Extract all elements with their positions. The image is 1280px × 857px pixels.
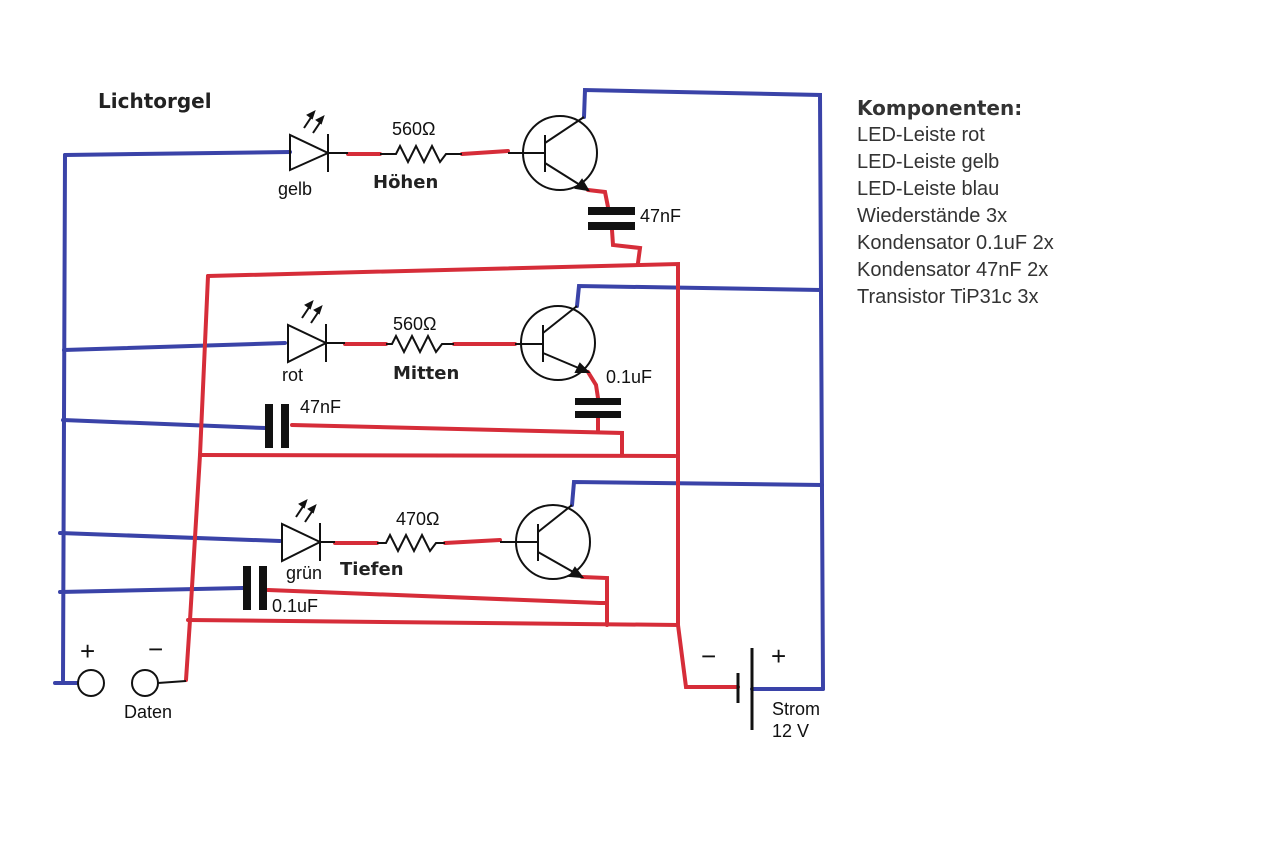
- resistor-icon: [386, 333, 454, 355]
- component-list-title: Komponenten:: [857, 96, 1023, 120]
- data-label: Daten: [124, 702, 172, 722]
- battery-minus-sign: −: [701, 641, 716, 671]
- capacitor-label: 47nF: [640, 206, 681, 226]
- led-gruen-icon: [281, 499, 335, 563]
- transistor-icon: [515, 305, 596, 381]
- list-item: Transistor TiP31c 3x: [857, 286, 1039, 308]
- power-label: Strom: [772, 699, 820, 719]
- capacitor-icon: [575, 398, 621, 418]
- resistor-label: 560Ω: [393, 314, 437, 334]
- red-wires: [184, 149, 740, 689]
- band-label: Tiefen: [340, 559, 404, 580]
- capacitor-label: 0.1uF: [606, 367, 652, 387]
- resistor-label: 560Ω: [392, 119, 436, 139]
- stage-tiefen: grün 470Ω Tiefen 0.1uF: [243, 499, 591, 616]
- band-label: Mitten: [393, 363, 459, 384]
- list-item: Kondensator 47nF 2x: [857, 259, 1049, 281]
- resistor-icon: [380, 143, 462, 165]
- voltage-label: 12 V: [772, 721, 809, 741]
- component-items: LED-Leiste rot LED-Leiste gelb LED-Leist…: [857, 122, 1054, 311]
- led-label: gelb: [278, 179, 312, 199]
- list-item: Wiederstände 3x: [857, 205, 1008, 227]
- plus-sign: +: [80, 636, 95, 666]
- band-label: Höhen: [373, 172, 438, 193]
- minus-sign: −: [148, 634, 163, 664]
- input-capacitor-label: 47nF: [300, 397, 341, 417]
- diagram-title: Lichtorgel: [98, 89, 212, 113]
- resistor-icon: [377, 532, 445, 554]
- blue-wires: [53, 87, 825, 691]
- input-capacitor-label: 0.1uF: [272, 596, 318, 616]
- list-item: LED-Leiste rot: [857, 124, 985, 146]
- transistor-icon: [508, 115, 598, 192]
- stage-hoehen: gelb 560Ω Höhen 47nF: [278, 110, 681, 230]
- led-label: grün: [286, 563, 322, 583]
- power-supply: − + Strom 12 V: [701, 641, 820, 741]
- data-input: + − Daten: [77, 634, 187, 722]
- list-item: Kondensator 0.1uF 2x: [857, 232, 1054, 254]
- minus-terminal-icon: [131, 669, 159, 697]
- plus-terminal-icon: [77, 669, 105, 697]
- transistor-icon: [500, 504, 591, 580]
- stage-mitten: rot 560Ω Mitten 0.1uF 47nF: [265, 300, 652, 448]
- component-list: Komponenten: LED-Leiste rot LED-Leiste g…: [857, 95, 1054, 311]
- led-label: rot: [282, 365, 303, 385]
- resistor-label: 470Ω: [396, 509, 440, 529]
- list-item: LED-Leiste gelb: [857, 151, 1000, 173]
- led-rot-icon: [287, 300, 345, 364]
- input-capacitor-icon: [265, 404, 289, 448]
- list-item: LED-Leiste blau: [857, 178, 1000, 200]
- battery-plus-sign: +: [771, 641, 786, 671]
- capacitor-icon: [588, 207, 635, 230]
- led-gelb-icon: [289, 110, 348, 172]
- input-capacitor-icon: [243, 566, 267, 610]
